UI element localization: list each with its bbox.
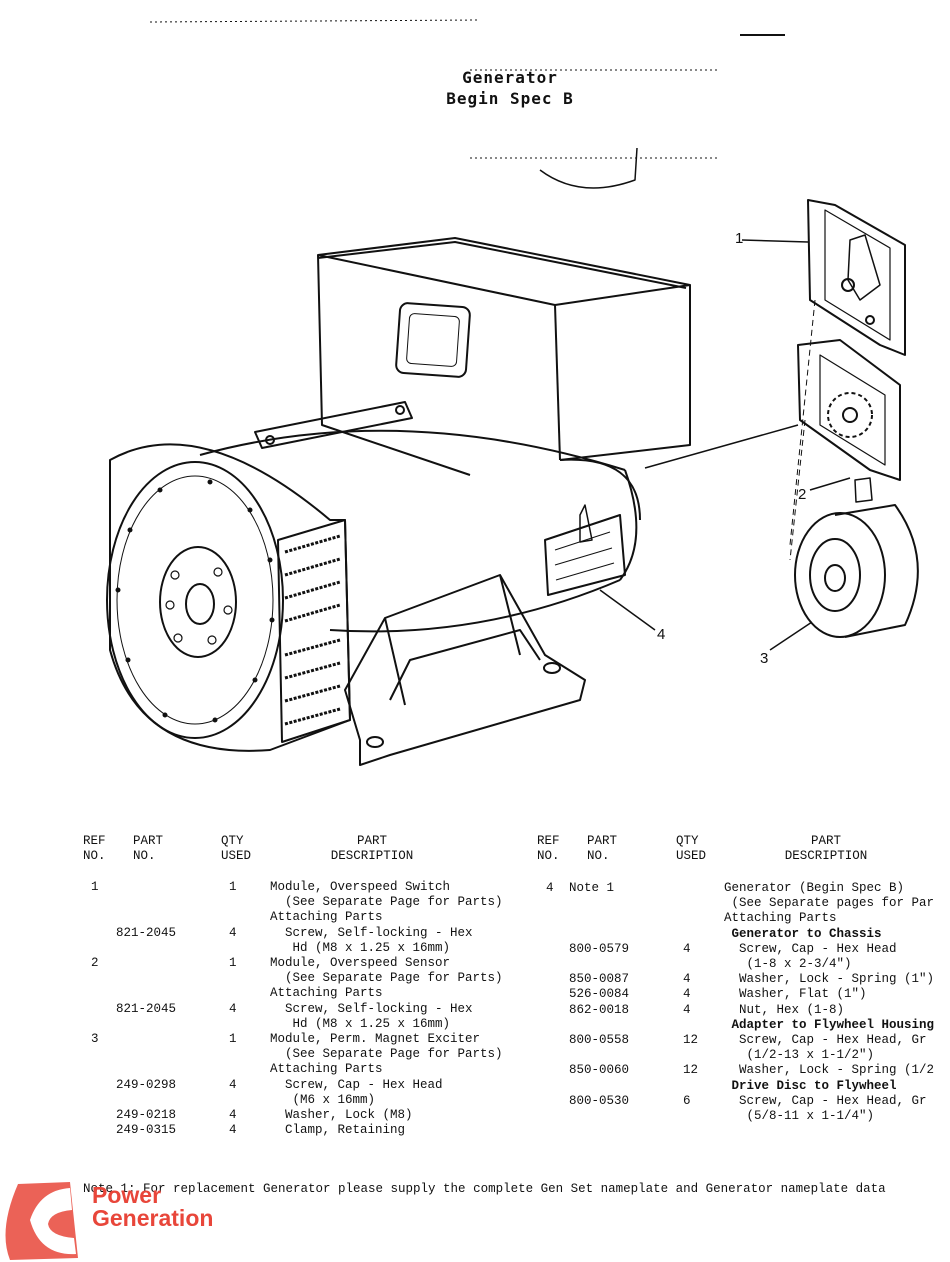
- description-cell: Module, Overspeed Sensor: [270, 956, 451, 970]
- part-no-cell: 850-0060: [569, 1063, 630, 1078]
- description-cell: Washer, Lock - Spring (1"): [724, 972, 935, 987]
- callout-1: 1: [735, 230, 744, 247]
- description-cell: (5/8-11 x 1-1/4"): [724, 1109, 875, 1123]
- ref-cell: 2: [91, 956, 99, 970]
- qty-cell: 4: [229, 1123, 237, 1138]
- qty-cell: 4: [683, 941, 691, 956]
- description-cell: Attaching Parts: [724, 911, 837, 926]
- qty-cell: 4: [683, 972, 691, 987]
- qty-cell: 4: [229, 1001, 237, 1016]
- qty-cell: 1: [229, 956, 237, 970]
- generator-exploded-diagram: [106, 19, 919, 766]
- description-cell: Washer, Flat (1"): [724, 987, 867, 1002]
- description-cell: Screw, Self-locking - Hex: [270, 925, 473, 940]
- ref-cell: 4: [546, 881, 554, 895]
- description-cell: Generator (Begin Spec B): [724, 881, 905, 895]
- qty-cell: 4: [229, 925, 237, 940]
- ref-cell: 3: [91, 1032, 99, 1046]
- qty-cell: 12: [683, 1063, 699, 1078]
- part-no-cell: 249-0315: [116, 1123, 177, 1138]
- part-no-cell: 249-0298: [116, 1077, 177, 1092]
- qty-cell: 4: [229, 1077, 237, 1092]
- description-cell: Hd (M8 x 1.25 x 16mm): [270, 940, 451, 955]
- callout-2: 2: [798, 486, 807, 503]
- brand-power: Power: [92, 1182, 162, 1208]
- callout-4: 4: [657, 626, 666, 643]
- part-no-cell: 862-0018: [569, 1002, 630, 1017]
- part-no-cell: 821-2045: [116, 1001, 177, 1016]
- description-cell: Attaching Parts: [270, 910, 383, 925]
- description-cell: Screw, Self-locking - Hex: [270, 1001, 473, 1016]
- description-cell: (1-8 x 2-3/4"): [724, 957, 852, 971]
- description-cell: Hd (M8 x 1.25 x 16mm): [270, 1016, 451, 1031]
- description-cell: (See Separate Page for Parts): [270, 971, 503, 986]
- qty-cell: 4: [683, 1002, 691, 1017]
- footnote: Note 1: For replacement Generator please…: [83, 1182, 886, 1196]
- description-cell: Clamp, Retaining: [270, 1123, 406, 1138]
- description-cell: (M6 x 16mm): [270, 1092, 376, 1107]
- qty-cell: 4: [683, 987, 691, 1002]
- description-cell: Module, Perm. Magnet Exciter: [270, 1032, 481, 1046]
- page-subtitle: Begin Spec B: [446, 89, 574, 108]
- description-cell: (1/2-13 x 1-1/2"): [724, 1048, 875, 1063]
- part-no-cell: Note 1: [569, 881, 615, 895]
- description-cell: Drive Disc to Flywheel: [724, 1078, 897, 1093]
- description-cell: Module, Overspeed Switch: [270, 880, 451, 894]
- description-cell: Screw, Cap - Hex Head: [724, 941, 897, 956]
- callout-3: 3: [760, 650, 769, 667]
- qty-cell: 4: [229, 1108, 237, 1122]
- description-cell: Screw, Cap - Hex Head, Gr: [724, 1033, 927, 1047]
- part-no-cell: 800-0579: [569, 941, 630, 956]
- description-cell: (See Separate Page for Parts): [270, 1047, 503, 1062]
- description-cell: (See Separate Page for Parts): [270, 895, 503, 910]
- ref-cell: 1: [91, 880, 99, 894]
- description-cell: Washer, Lock (M8): [270, 1108, 413, 1122]
- description-cell: Nut, Hex (1-8): [724, 1002, 845, 1017]
- part-no-cell: 526-0084: [569, 987, 630, 1002]
- part-no-cell: 800-0558: [569, 1033, 630, 1047]
- part-no-cell: 249-0218: [116, 1108, 177, 1122]
- description-cell: Attaching Parts: [270, 1062, 383, 1077]
- description-cell: Screw, Cap - Hex Head: [270, 1077, 443, 1092]
- parts-table-left: 1 1 Module, Overspeed Switch (See Separate…: [0, 880, 530, 1140]
- part-no-cell: 821-2045: [116, 925, 177, 940]
- brand-generation: Generation: [92, 1205, 214, 1231]
- description-cell: (See Separate pages for Par: [724, 896, 935, 911]
- qty-cell: 12: [683, 1033, 699, 1047]
- part-no-cell: 800-0530: [569, 1093, 630, 1108]
- page-title: Generator: [462, 68, 558, 87]
- part-no-cell: 850-0087: [569, 972, 630, 987]
- description-cell: Washer, Lock - Spring (1/2: [724, 1063, 935, 1078]
- description-cell: Adapter to Flywheel Housing: [724, 1017, 935, 1032]
- cummins-logo: [5, 1182, 78, 1260]
- qty-cell: 1: [229, 880, 237, 894]
- parts-table-right: 4 Note 1 Generator (Begin Spec B) (See Sep…: [0, 881, 950, 1123]
- description-cell: Generator to Chassis: [724, 926, 882, 941]
- qty-cell: 1: [229, 1032, 237, 1046]
- description-cell: Screw, Cap - Hex Head, Gr: [724, 1093, 927, 1108]
- description-cell: Attaching Parts: [270, 986, 383, 1001]
- qty-cell: 6: [683, 1093, 691, 1108]
